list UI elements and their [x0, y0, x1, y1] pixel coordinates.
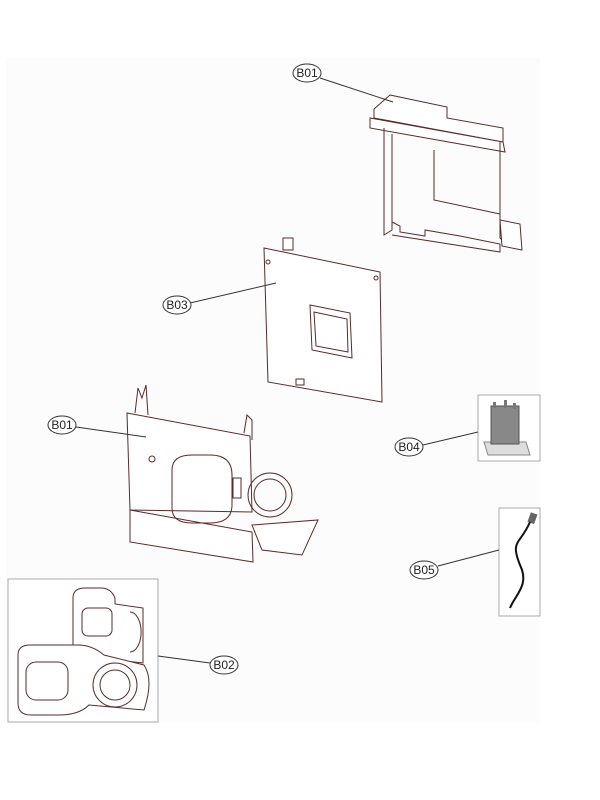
- leader-b05: [437, 549, 500, 567]
- callout-b01-top: B01: [292, 63, 322, 83]
- callout-label: B01: [296, 66, 318, 80]
- callout-b02: B02: [209, 655, 239, 675]
- part-b01-mounting-bracket: [126, 384, 319, 563]
- callout-label: B04: [398, 440, 420, 454]
- part-b05-cable: [498, 507, 541, 617]
- callout-label: B01: [51, 418, 73, 432]
- callout-b05: B05: [409, 560, 439, 580]
- leader-b02: [157, 655, 211, 664]
- callout-label: B05: [413, 563, 435, 577]
- leader-b03: [189, 282, 277, 304]
- callout-b01-bottom: B01: [47, 415, 77, 435]
- callout-b04: B04: [394, 437, 424, 457]
- leader-b04: [422, 431, 479, 446]
- part-b03-control-board: [263, 237, 383, 403]
- callout-label: B02: [213, 658, 235, 672]
- part-b04-relay: [477, 394, 541, 462]
- part-b01-top-cover: [369, 94, 523, 253]
- leader-b01-top: [319, 77, 394, 103]
- callout-label: B03: [166, 298, 188, 312]
- callout-b03: B03: [162, 295, 192, 315]
- leader-b01-bottom: [75, 426, 147, 438]
- part-b02-display-cover: [7, 578, 159, 723]
